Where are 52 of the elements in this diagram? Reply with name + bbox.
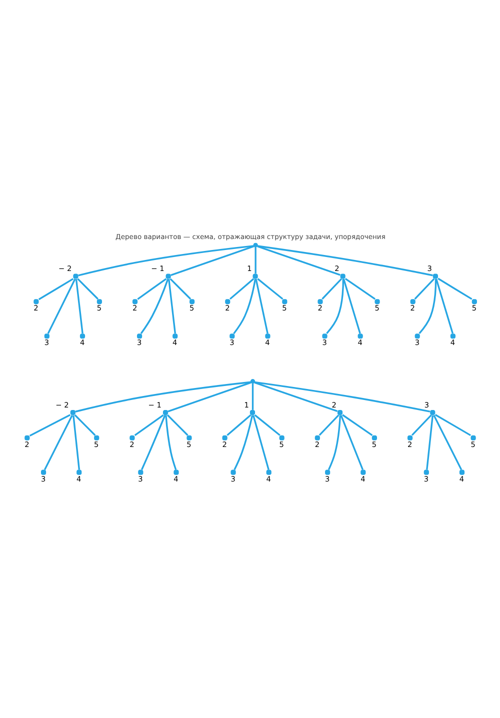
- connector: [233, 414, 253, 470]
- connector: [168, 278, 176, 334]
- connector: [410, 414, 432, 436]
- connector: [256, 278, 283, 300]
- connector: [321, 278, 342, 300]
- connector: [254, 381, 430, 412]
- connector: [164, 415, 176, 470]
- connector: [78, 245, 254, 276]
- connector: [414, 278, 434, 300]
- connector: [251, 384, 254, 410]
- connector: [134, 414, 164, 436]
- connector: [76, 278, 98, 300]
- connector: [254, 414, 280, 436]
- node-circle: [250, 379, 255, 384]
- connector: [166, 414, 188, 436]
- connector: [46, 278, 76, 334]
- connector: [140, 278, 168, 334]
- connector: [340, 414, 364, 470]
- connector: [256, 246, 340, 276]
- connector: [170, 246, 254, 276]
- connector: [136, 278, 166, 300]
- connector: [38, 278, 74, 300]
- connector: [318, 414, 339, 436]
- connector: [254, 247, 256, 274]
- connector: [252, 415, 269, 470]
- node-circle: [252, 242, 258, 248]
- connector: [232, 278, 256, 334]
- connector: [228, 278, 254, 300]
- connector: [426, 415, 434, 470]
- connector: [256, 245, 432, 276]
- connector: [434, 414, 470, 436]
- connector: [43, 414, 72, 470]
- connector: [167, 382, 251, 412]
- connector: [254, 278, 268, 334]
- connector: [254, 382, 338, 412]
- connector: [169, 278, 191, 300]
- connector: [437, 278, 472, 300]
- connector: [140, 414, 166, 470]
- connector: [28, 414, 70, 437]
- connector: [327, 415, 341, 470]
- connector: [342, 414, 372, 436]
- connector: [342, 278, 360, 334]
- connector: [435, 278, 454, 334]
- connector: [418, 278, 436, 334]
- connector: [226, 414, 251, 436]
- connector: [74, 414, 96, 436]
- connector: [74, 278, 83, 334]
- connector: [326, 278, 344, 334]
- connector: [72, 415, 80, 470]
- connector: [432, 414, 462, 470]
- connector: [344, 278, 376, 300]
- connector: [74, 381, 250, 412]
